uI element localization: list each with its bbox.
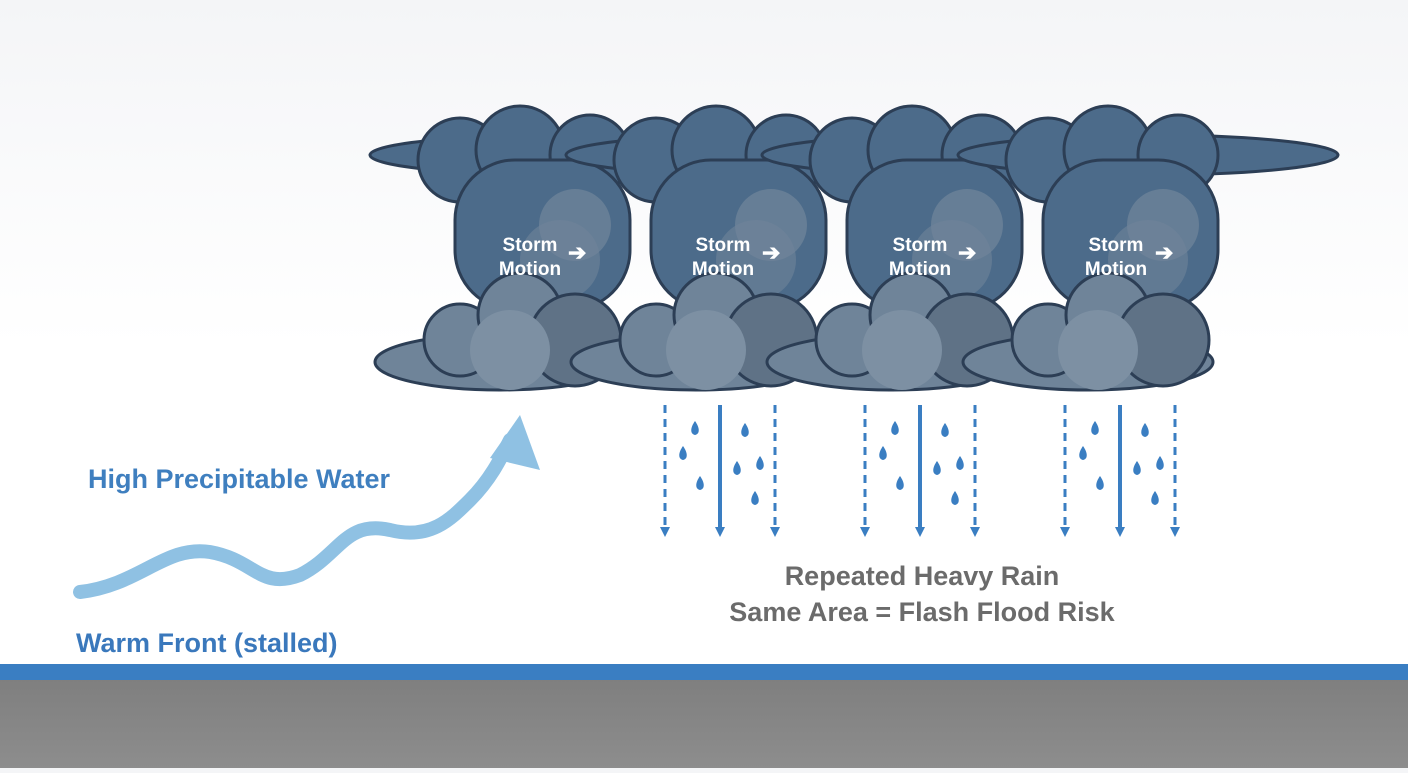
ground: [0, 680, 1408, 768]
raindrop-icon: [696, 476, 704, 490]
precipitable-water-label: High Precipitable Water: [88, 464, 391, 494]
rain-shaft-group-3: [1060, 405, 1180, 537]
raindrop-icon: [756, 456, 764, 470]
rain-shafts: [660, 405, 1180, 537]
raindrop-icon: [733, 461, 741, 475]
warm-front-line: [0, 664, 1408, 680]
raindrop-icon: [879, 446, 887, 460]
storm-motion-arrow-icon: ➔: [568, 240, 587, 265]
raindrop-icon: [1091, 421, 1099, 435]
flood-risk-message: Repeated Heavy Rain Same Area = Flash Fl…: [662, 558, 1182, 630]
storm-motion-arrow-icon: ➔: [958, 240, 977, 265]
rain-shaft-group-1: [660, 405, 780, 537]
storm-motion-label-1: Storm Motion: [498, 235, 562, 280]
raindrop-icon: [751, 491, 759, 505]
storm-motion-arrow-icon: ➔: [762, 240, 781, 265]
storm-motion-label-2: Storm Motion: [691, 235, 755, 280]
raindrop-icon: [691, 421, 699, 435]
storm-cell-4: [956, 104, 1340, 392]
raindrop-icon: [933, 461, 941, 475]
raindrop-icon: [741, 423, 749, 437]
rain-shaft-group-2: [860, 405, 980, 537]
moisture-inflow-arrow: [73, 415, 540, 599]
raindrop-icon: [1151, 491, 1159, 505]
storm-motion-arrow-icon: ➔: [1155, 240, 1174, 265]
raindrop-icon: [1133, 461, 1141, 475]
storm-motion-label-3: Storm Motion: [888, 235, 952, 280]
raindrop-icon: [1156, 456, 1164, 470]
raindrop-icon: [1141, 423, 1149, 437]
raindrop-icon: [1096, 476, 1104, 490]
raindrop-icon: [679, 446, 687, 460]
message-line-1: Repeated Heavy Rain: [784, 561, 1060, 591]
raindrop-icon: [896, 476, 904, 490]
raindrop-icon: [951, 491, 959, 505]
storm-motion-label-4: Storm Motion: [1084, 235, 1148, 280]
raindrop-icon: [1079, 446, 1087, 460]
raindrop-icon: [941, 423, 949, 437]
message-line-2: Same Area = Flash Flood Risk: [729, 597, 1115, 627]
raindrop-icon: [956, 456, 964, 470]
warm-front-label: Warm Front (stalled): [76, 628, 338, 658]
raindrop-icon: [891, 421, 899, 435]
storm-cell-train: [368, 104, 1340, 392]
storm-cell-2: [564, 104, 948, 392]
